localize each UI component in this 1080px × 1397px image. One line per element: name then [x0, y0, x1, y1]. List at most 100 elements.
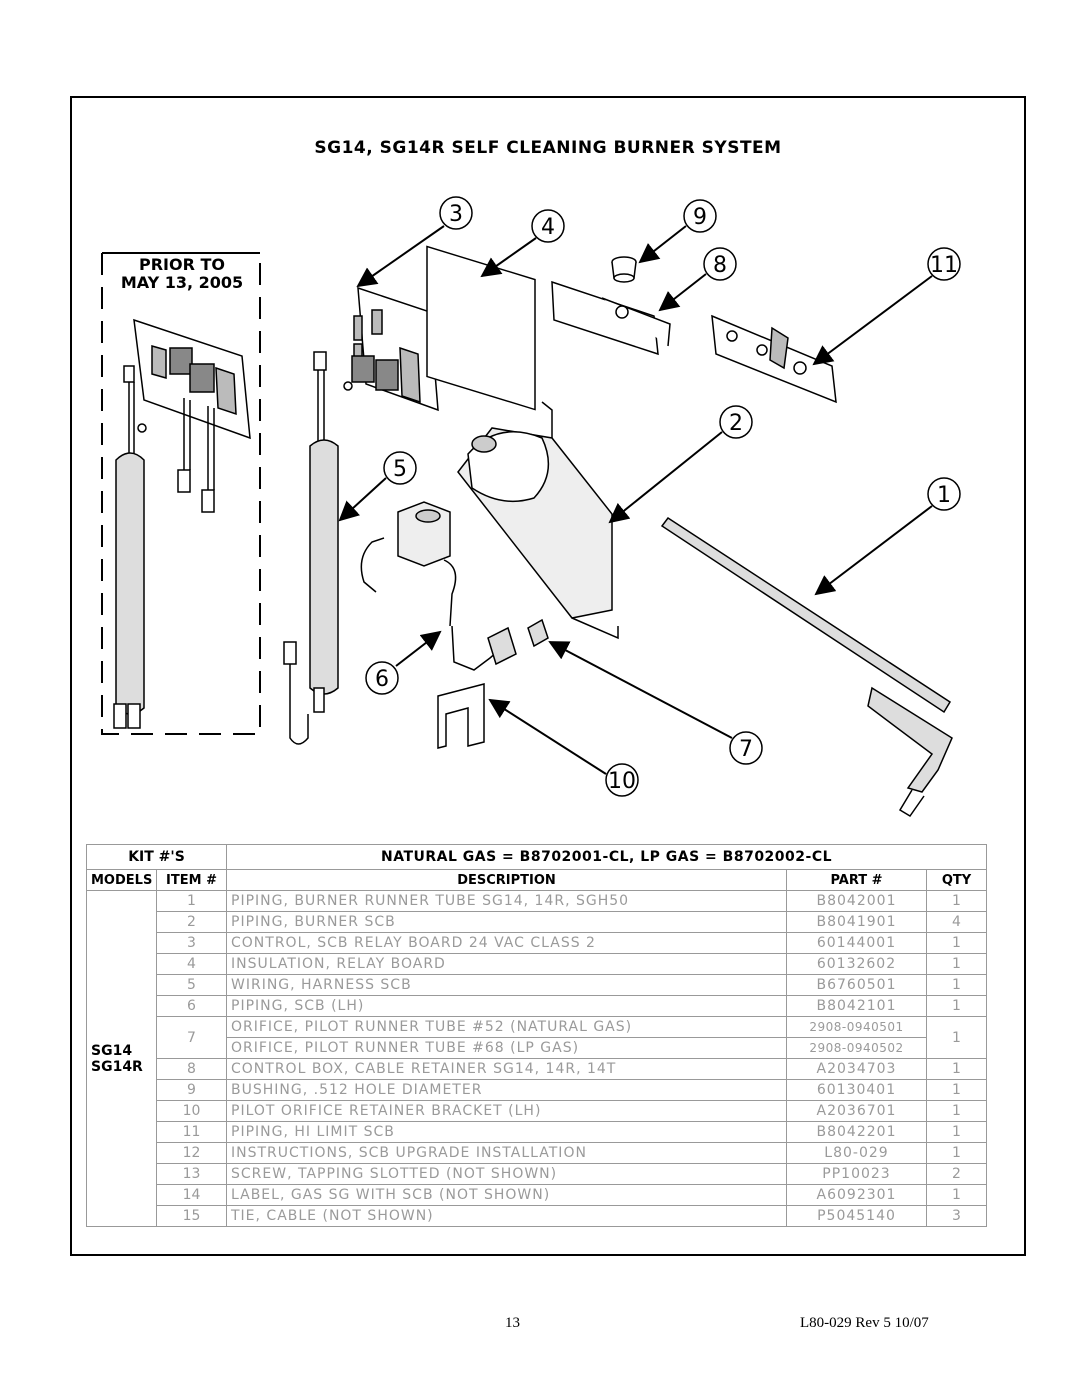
table-row: 6 PIPING, SCB (LH) B8042101 1 [87, 995, 988, 1017]
page-title: SG14, SG14R SELF CLEANING BURNER SYSTEM [314, 138, 782, 158]
svg-text:2: 2 [729, 411, 743, 436]
part-number: A6092301 [786, 1184, 927, 1206]
table-row: 15 TIE, CABLE (NOT SHOWN) P5045140 3 [87, 1205, 988, 1227]
item-number: 8 [156, 1058, 227, 1080]
item-description: PIPING, SCB (LH) [226, 995, 787, 1017]
kit-value: NATURAL GAS = B8702001-CL, LP GAS = B870… [225, 844, 988, 870]
item-qty: 1 [925, 1058, 988, 1080]
part-number: B8042101 [786, 995, 927, 1017]
callout-9: 9 [638, 199, 717, 264]
item-description: PIPING, HI LIMIT SCB [226, 1121, 787, 1143]
prior-version-box: PRIOR TO MAY 13, 2005 [101, 252, 261, 735]
item-number: 4 [156, 953, 227, 975]
callout-4: 4 [480, 209, 565, 278]
table-row: 10 PILOT ORIFICE RETAINER BRACKET (LH) A… [87, 1100, 988, 1122]
relay-board-drawing [343, 286, 439, 412]
document-revision: L80-029 Rev 5 10/07 [800, 1315, 929, 1331]
callout-5: 5 [338, 451, 417, 522]
qty-header: QTY [925, 869, 988, 891]
prior-to-label: PRIOR TO [139, 255, 225, 274]
item-qty: 1 [925, 974, 988, 996]
page-frame: SG14, SG14R SELF CLEANING BURNER SYSTEM … [70, 96, 1026, 1256]
item-description: PIPING, BURNER SCB [226, 911, 787, 933]
callouts: 3 4 9 8 11 [338, 196, 961, 797]
callout-2: 2 [608, 405, 753, 524]
item-qty: 3 [925, 1205, 988, 1227]
svg-text:6: 6 [375, 667, 389, 692]
item-qty: 1 [925, 995, 988, 1017]
part-number: B8041901 [786, 911, 927, 933]
wiring-harness-drawing [283, 351, 339, 745]
part-header: PART # [786, 869, 927, 891]
item-qty: 2 [925, 1163, 988, 1185]
callout-6: 6 [365, 630, 442, 695]
item-number: 9 [156, 1079, 227, 1101]
item-number: 12 [156, 1142, 227, 1164]
item-qty: 1 [925, 1079, 988, 1101]
item-number: 1 [156, 890, 227, 912]
table-row: 3 CONTROL, SCB RELAY BOARD 24 VAC CLASS … [87, 932, 988, 954]
callout-10: 10 [488, 698, 639, 797]
svg-text:1: 1 [937, 483, 951, 508]
item-description: PILOT ORIFICE RETAINER BRACKET (LH) [226, 1100, 787, 1122]
callout-11: 11 [812, 247, 961, 366]
table-row: SG14 SG14R 1 PIPING, BURNER RUNNER TUBE … [86, 890, 988, 1227]
table-row: 13 SCREW, TAPPING SLOTTED (NOT SHOWN) PP… [87, 1163, 988, 1185]
item-number: 11 [156, 1121, 227, 1143]
table-row: 4 INSULATION, RELAY BOARD 60132602 1 [87, 953, 988, 975]
item-number: 7 [156, 1016, 227, 1059]
item-description: CONTROL, SCB RELAY BOARD 24 VAC CLASS 2 [226, 932, 787, 954]
prior-date-label: MAY 13, 2005 [121, 273, 243, 292]
retainer-bracket-drawing [437, 683, 485, 749]
svg-text:7: 7 [739, 737, 753, 762]
kit-row: KIT #'S NATURAL GAS = B8702001-CL, LP GA… [86, 844, 988, 870]
part-number: 2908-0940501 [786, 1016, 927, 1038]
table-row: 7 ORIFICE, PILOT RUNNER TUBE #52 (NATURA… [87, 1016, 988, 1059]
part-number: B6760501 [786, 974, 927, 996]
table-row: 9 BUSHING, .512 HOLE DIAMETER 60130401 1 [87, 1079, 988, 1101]
part-number: B8042201 [786, 1121, 927, 1143]
callout-1: 1 [814, 477, 961, 596]
item-number: 5 [156, 974, 227, 996]
item-qty: 4 [925, 911, 988, 933]
part-number: A2036701 [786, 1100, 927, 1122]
item-number: 13 [156, 1163, 227, 1185]
exploded-parts-diagram: PRIOR TO MAY 13, 2005 [101, 196, 961, 818]
item-number: 15 [156, 1205, 227, 1227]
item-description: SCREW, TAPPING SLOTTED (NOT SHOWN) [226, 1163, 787, 1185]
item-qty: 1 [925, 1016, 988, 1059]
part-number: 60144001 [786, 932, 927, 954]
item-description: LABEL, GAS SG WITH SCB (NOT SHOWN) [226, 1184, 787, 1206]
item-description: WIRING, HARNESS SCB [226, 974, 787, 996]
model-name: SG14 [91, 1042, 133, 1059]
item-number: 6 [156, 995, 227, 1017]
description-header: DESCRIPTION [226, 869, 787, 891]
svg-text:9: 9 [693, 205, 707, 230]
item-qty: 1 [925, 932, 988, 954]
callout-3: 3 [356, 196, 473, 288]
svg-text:8: 8 [713, 253, 727, 278]
part-number: PP10023 [786, 1163, 927, 1185]
table-row: 8 CONTROL BOX, CABLE RETAINER SG14, 14R,… [87, 1058, 988, 1080]
insulation-board-drawing [426, 245, 536, 411]
svg-text:10: 10 [608, 769, 636, 794]
table-row: 5 WIRING, HARNESS SCB B6760501 1 [87, 974, 988, 996]
part-number: 2908-0940502 [786, 1037, 927, 1059]
kit-label: KIT #'S [86, 844, 227, 870]
part-number: 60130401 [786, 1079, 927, 1101]
item-qty: 1 [925, 1184, 988, 1206]
item-description: TIE, CABLE (NOT SHOWN) [226, 1205, 787, 1227]
svg-text:4: 4 [541, 215, 555, 240]
header-row: MODELS ITEM # DESCRIPTION PART # QTY [86, 869, 988, 891]
item-qty: 1 [925, 1100, 988, 1122]
models-cell: SG14 SG14R [86, 890, 157, 1227]
old-relay-board-drawing [123, 318, 251, 513]
item-description: INSULATION, RELAY BOARD [226, 953, 787, 975]
table-row: ORIFICE, PILOT RUNNER TUBE #68 (LP GAS) … [87, 1037, 987, 1059]
item-number: 14 [156, 1184, 227, 1206]
models-header: MODELS [86, 869, 157, 891]
runner-tube-drawing [660, 516, 953, 818]
part-number: A2034703 [786, 1058, 927, 1080]
table-row: 11 PIPING, HI LIMIT SCB B8042201 1 [87, 1121, 988, 1143]
table-row: 12 INSTRUCTIONS, SCB UPGRADE INSTALLATIO… [87, 1142, 988, 1164]
